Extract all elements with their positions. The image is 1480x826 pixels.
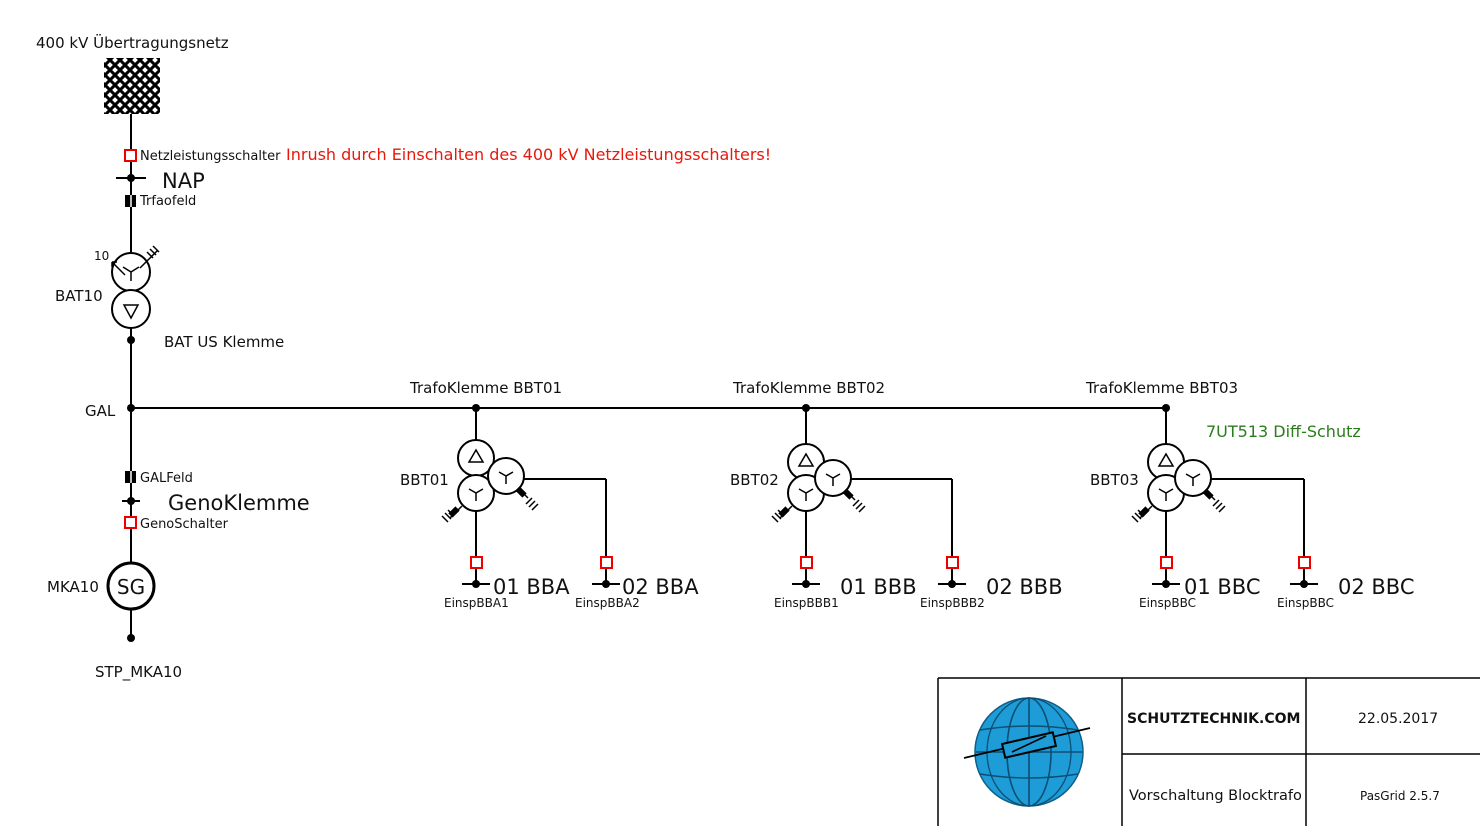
- bat10-tap: 10: [94, 249, 109, 263]
- bbt01-terminal-label: TrafoKlemme BBT01: [409, 379, 562, 397]
- top-breaker-label: Netzleistungsschalter: [140, 149, 281, 164]
- generator-symbol-text: SG: [117, 575, 145, 599]
- protection-note: 7UT513 Diff-Schutz: [1206, 422, 1361, 441]
- grid-network-icon: [104, 58, 160, 114]
- inrush-note: Inrush durch Einschalten des 400 kV Netz…: [286, 145, 771, 164]
- geno-breaker-label: GenoSchalter: [140, 517, 229, 532]
- bat10-transformer[interactable]: 10 BAT10: [55, 245, 160, 329]
- grid-label: 400 kV Übertragungsnetz: [36, 33, 229, 52]
- drawing-date: 22.05.2017: [1358, 711, 1438, 727]
- bat-us-terminal: BAT US Klemme: [164, 333, 284, 351]
- aux-transformer-bbt02[interactable]: TrafoKlemme BBT02 BBT02 01 BBB EinspBBB1…: [730, 379, 1063, 610]
- bbt03-breaker-1[interactable]: [1160, 556, 1173, 569]
- bbt03-terminal-label: TrafoKlemme BBT03: [1085, 379, 1238, 397]
- generator-branch: GALFeld GenoKlemme GenoSchalter SG MKA10…: [47, 471, 310, 682]
- bbt02-out2-bus: 02 BBB: [986, 575, 1063, 599]
- bbt03-out1-feed: EinspBBC: [1139, 596, 1196, 610]
- generator-symbol[interactable]: [106, 561, 156, 611]
- main-feeder: 400 kV Übertragungsnetz Netzleistungssch…: [36, 33, 771, 268]
- bbt03-breaker-2[interactable]: [1298, 556, 1311, 569]
- bbt02-breaker-1[interactable]: [800, 556, 813, 569]
- bbt01-out1-bus: 01 BBA: [493, 575, 570, 599]
- bbt01-breaker-1[interactable]: [470, 556, 483, 569]
- bbt02-out1-bus: 01 BBB: [840, 575, 917, 599]
- globe-logo-icon: [963, 697, 1091, 807]
- bbt01-label: BBT01: [400, 471, 449, 489]
- generator-label: MKA10: [47, 578, 99, 596]
- drawing-title: Vorschaltung Blocktrafo: [1129, 788, 1302, 804]
- bbt01-breaker-2[interactable]: [600, 556, 613, 569]
- gal-field-label: GALFeld: [140, 471, 193, 486]
- bbt02-out2-feed: EinspBBB2: [920, 596, 985, 610]
- bbt02-terminal-label: TrafoKlemme BBT02: [732, 379, 885, 397]
- company-name: SCHUTZTECHNIK.COM: [1127, 711, 1300, 727]
- bbt03-out2-feed: EinspBBC: [1277, 596, 1334, 610]
- bbt01-out2-bus: 02 BBA: [622, 575, 699, 599]
- software-version: PasGrid 2.5.7: [1360, 789, 1440, 803]
- bbt01-out2-feed: EinspBBA2: [575, 596, 640, 610]
- bbt02-breaker-2[interactable]: [946, 556, 959, 569]
- trafo-field-label: Trfaofeld: [139, 194, 196, 209]
- top-breaker[interactable]: [124, 149, 137, 162]
- geno-terminal-label: GenoKlemme: [168, 491, 310, 515]
- gal-label: GAL: [85, 402, 116, 420]
- aux-transformer-bbt01[interactable]: TrafoKlemme BBT01 BBT01 01 BBA EinspBBA1…: [400, 379, 699, 610]
- title-block: SCHUTZTECHNIK.COM 22.05.2017 Vorschaltun…: [937, 677, 1480, 826]
- bbt02-out1-feed: EinspBBB1: [774, 596, 839, 610]
- bbt01-out1-feed: EinspBBA1: [444, 596, 509, 610]
- bbt03-out2-bus: 02 BBC: [1338, 575, 1415, 599]
- bbt03-label: BBT03: [1090, 471, 1139, 489]
- aux-transformer-bbt03[interactable]: TrafoKlemme BBT03 7UT513 Diff-Schutz BBT…: [1085, 379, 1415, 610]
- bbt02-label: BBT02: [730, 471, 779, 489]
- nap-label: NAP: [162, 169, 205, 193]
- bat10-label: BAT10: [55, 287, 103, 305]
- bbt03-out1-bus: 01 BBC: [1184, 575, 1261, 599]
- starpoint-label: STP_MKA10: [95, 663, 182, 682]
- geno-breaker[interactable]: [124, 516, 137, 529]
